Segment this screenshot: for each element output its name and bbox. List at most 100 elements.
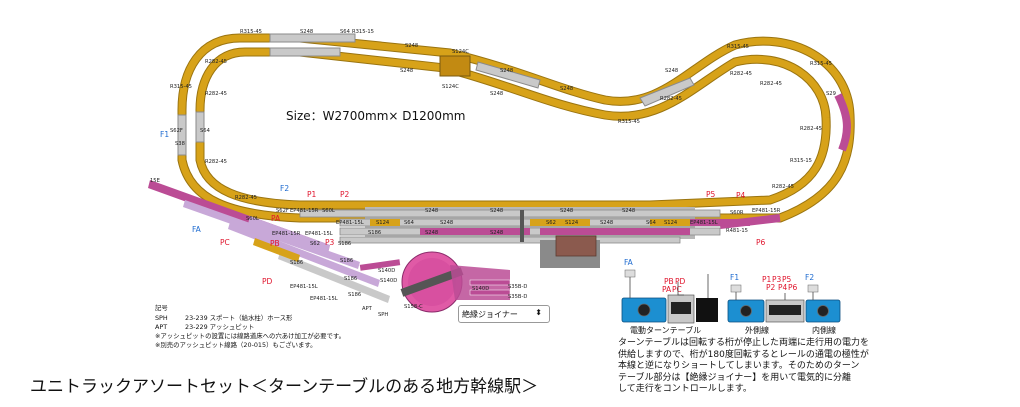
left-straight-grey: [177, 114, 187, 156]
track-label: S186: [368, 230, 381, 236]
track-label: S248: [405, 43, 418, 49]
engine-tracks: [148, 180, 390, 303]
track-label: S29: [826, 91, 836, 97]
note-remark: ※別売のアッシュピット線路（20-015）もございます。: [155, 340, 317, 349]
controller-feeder-p5: P5: [782, 275, 792, 284]
right-grey-curve: [639, 77, 695, 107]
turntable-dial[interactable]: [637, 303, 651, 317]
notes-block: 記号 SPH 23-239 スポート（給水柱）ホース形 APT 23-229 ア…: [155, 303, 345, 349]
track-label: S60L: [322, 208, 335, 214]
track-label: S124C: [442, 84, 459, 90]
top-straight-grey-outer: [269, 33, 356, 43]
track-label: S248: [490, 208, 503, 214]
track-label: R282-45: [205, 91, 227, 97]
turntable-bridge: [400, 267, 464, 297]
outer-loop-rail: [178, 34, 854, 222]
description-line: 供給しますので、桁が180度回転するとレールの通電の極性が: [618, 349, 869, 360]
grey-loop-sections: [177, 33, 695, 156]
turntable-description: ターンテーブルは回転する桁が停止した両端に走行用の電力を 供給しますので、桁が1…: [618, 338, 918, 396]
feeder-box-f2: [807, 284, 819, 293]
controller-feeder-p3: P3: [772, 275, 782, 284]
track-label: S62F: [170, 128, 183, 134]
feeder-f1: F1: [160, 130, 169, 139]
track-label: S186: [290, 260, 303, 266]
yard-gold-2: [530, 219, 590, 226]
track-label: S248: [300, 29, 313, 35]
stall-track: [359, 259, 401, 271]
feeder-fa: FA: [192, 225, 202, 234]
track-label: S124: [664, 220, 678, 226]
track-label: APT: [362, 306, 373, 312]
track-label: S140D: [380, 278, 397, 284]
track-label: S248: [425, 208, 438, 214]
engine-track-c: [228, 222, 380, 287]
track-label: S140D: [472, 286, 489, 292]
controller-wires: [677, 282, 684, 296]
track-label: S248: [490, 230, 503, 236]
controller-feeder-fa: FA: [624, 258, 634, 267]
feeder-pc: PC: [220, 238, 230, 247]
feeder-p2: P2: [340, 190, 350, 199]
feeder-box-f1: [730, 284, 742, 293]
engine-track-gold: [253, 238, 300, 262]
track-label: S35B-D: [508, 284, 527, 290]
track-label: 15E: [150, 178, 160, 184]
controller-feeder-p2: P2: [766, 283, 776, 292]
track-label: S124C: [452, 49, 469, 55]
yard-magenta-1: [420, 228, 530, 235]
note-remark: ※アッシュピットの設置には線路道床への穴あけ加工が必要です。: [155, 331, 345, 340]
track-label: SPH: [378, 312, 388, 318]
note-text: 23-239 スポート（給水柱）ホース形: [185, 313, 293, 322]
joiner-icon: ⬍: [535, 308, 542, 317]
yard-gold-1: [370, 219, 400, 226]
bridge-deck: [439, 55, 471, 77]
feeder-p1: P1: [307, 190, 317, 199]
track-label: S248: [500, 68, 513, 74]
track-label: S64: [646, 220, 657, 226]
description-line: して走行をコントロールします。: [618, 384, 752, 394]
track-label: R315-15: [352, 29, 374, 35]
inner-caption: 内側線: [812, 325, 836, 335]
track-label: R282-45: [205, 59, 227, 65]
outer-switches[interactable]: [769, 305, 801, 315]
track-label: S248: [622, 208, 635, 214]
top-straight-grey-inner: [269, 47, 341, 57]
yard-lower-track: [339, 236, 681, 244]
yard-magenta-2: [540, 228, 690, 235]
turntable: [359, 251, 511, 313]
feeder-box-fa: [624, 269, 636, 278]
station-yard: [299, 207, 750, 244]
track-label: S158-C: [404, 304, 423, 310]
track-label: S248: [400, 68, 413, 74]
note-code: APT: [155, 323, 167, 331]
track-label: EP481-15L: [305, 231, 333, 237]
note-code: SPH: [155, 314, 168, 322]
controller-feeder-p6: P6: [788, 283, 798, 292]
yard-track-1: [299, 209, 721, 218]
roundhouse-track-2: [469, 289, 511, 296]
note-text: 23-229 アッシュピット: [185, 323, 254, 331]
track-label: R282-45: [730, 71, 752, 77]
notes-heading: 記号: [155, 303, 168, 312]
track-label: R315-45: [810, 61, 832, 67]
yard-divider: [520, 210, 524, 242]
track-label: EP481-15R: [752, 208, 781, 214]
inner-controller-dial[interactable]: [817, 305, 829, 317]
outer-caption: 外側線: [745, 325, 769, 335]
outer-controller-dial[interactable]: [740, 305, 752, 317]
track-label: S124: [376, 220, 390, 226]
track-label: EP481-15L: [690, 220, 718, 226]
track-label: S248: [560, 208, 573, 214]
track-label: R282-45: [660, 96, 682, 102]
track-label: R315-45: [240, 29, 262, 35]
track-label: S60L: [246, 216, 259, 222]
turntable-switches[interactable]: [671, 302, 691, 314]
feeder-p5: P5: [706, 190, 716, 199]
description-line: ターンテーブルは回転する桁が停止した両端に走行用の電力を: [618, 338, 870, 348]
turntable-caption: 電動ターンテーブル: [630, 325, 701, 335]
inner-loop-rail: [196, 48, 830, 209]
description-line: テーブル部分は【絶縁ジョイナー】を用いて電気的に分離: [618, 372, 852, 383]
track-label: EP481-15L: [336, 220, 364, 226]
feeder-pd: PD: [262, 277, 273, 286]
